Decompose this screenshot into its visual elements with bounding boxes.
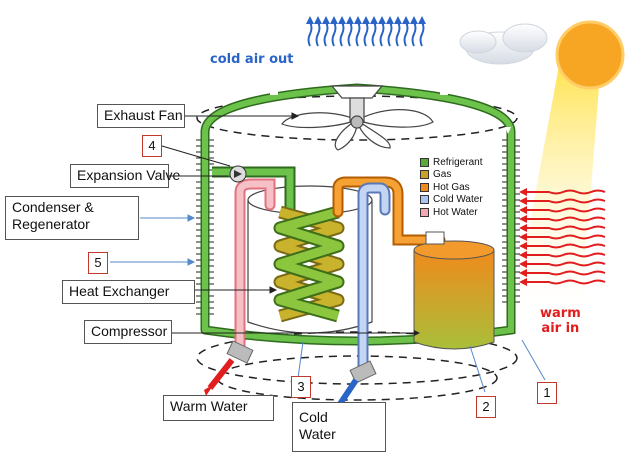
callout-2: 2 xyxy=(476,396,496,418)
exhaust-fan-label: Exhaust Fan xyxy=(97,104,185,128)
cold-water-label-line1: Cold xyxy=(299,409,328,425)
legend-label: Cold Water xyxy=(433,194,483,206)
cloud-icon xyxy=(459,23,548,65)
callout-4: 4 xyxy=(142,135,162,157)
condenser-label-line2: Regenerator xyxy=(12,216,90,232)
warm-air-in-label: warm air in xyxy=(540,306,581,336)
legend-swatch xyxy=(420,195,429,205)
legend-swatch xyxy=(420,157,429,167)
legend-label: Refrigerant xyxy=(433,156,483,168)
condenser-regenerator-label: Condenser & Regenerator xyxy=(5,196,139,240)
expansion-valve-icon xyxy=(229,165,247,183)
legend-swatch xyxy=(420,170,429,180)
heat-exchanger-coil xyxy=(273,205,345,323)
warm-water-nozzle xyxy=(204,340,254,396)
warm-water-label: Warm Water xyxy=(163,395,274,421)
heat-exchanger-label: Heat Exchanger xyxy=(62,280,195,304)
cold-air-out-label: cold air out xyxy=(210,52,294,67)
callout-3: 3 xyxy=(291,376,311,398)
legend-item-hot-water: Hot Water xyxy=(420,206,483,219)
compressor-label: Compressor xyxy=(84,320,172,344)
legend-item-hot-gas: Hot Gas xyxy=(420,181,483,194)
legend-item-gas: Gas xyxy=(420,169,483,182)
sun-icon xyxy=(555,20,625,90)
legend-label: Gas xyxy=(433,169,452,181)
callout-5: 5 xyxy=(88,252,108,274)
sunbeam xyxy=(510,60,600,330)
compressor-tank xyxy=(413,231,495,350)
cold-water-nozzle xyxy=(337,360,377,406)
expansion-valve-label: Expansion Valve xyxy=(70,164,180,188)
exhaust-fan xyxy=(281,85,434,151)
legend-swatch xyxy=(420,207,429,217)
warm-air-arrows xyxy=(521,189,606,285)
cold-water-label-line2: Water xyxy=(299,426,336,442)
legend-swatch xyxy=(420,182,429,192)
callout-1: 1 xyxy=(537,382,557,404)
warm-air-label-line2: air in xyxy=(541,321,580,336)
legend-label: Hot Water xyxy=(433,206,478,218)
condenser-label-line1: Condenser & xyxy=(12,199,94,215)
legend-label: Hot Gas xyxy=(433,181,470,193)
legend: Refrigerant Gas Hot Gas Cold Water Hot W… xyxy=(420,156,483,219)
cold-water-label: Cold Water xyxy=(292,402,386,452)
cold-air-arrows xyxy=(307,21,425,47)
legend-item-refrigerant: Refrigerant xyxy=(420,156,483,169)
warm-air-label-line1: warm xyxy=(540,306,581,321)
legend-item-cold-water: Cold Water xyxy=(420,194,483,207)
